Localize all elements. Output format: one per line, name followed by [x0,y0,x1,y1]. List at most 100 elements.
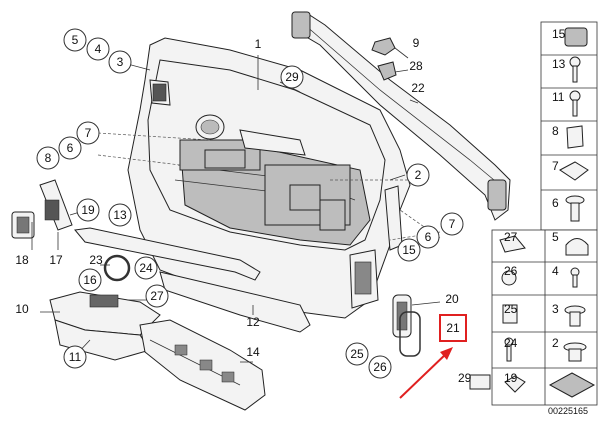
callout-c19: 19 [76,198,100,222]
clip-15-icon [564,27,588,47]
side-label-s8: 8 [552,124,559,138]
side-label-s7: 7 [552,159,559,173]
side-label-s19: 19 [504,371,518,385]
callout-circle [406,163,430,187]
callout-c8: 8 [36,146,60,170]
callout-number: 29 [285,70,299,84]
side-label-s29: 29 [458,371,472,385]
callout-c3: 3 [108,50,132,74]
side-panel [469,21,598,406]
callout-circle [76,198,100,222]
callout-number: 26 [373,360,387,374]
callout-c4: 4 [86,37,110,61]
callout-circle [108,50,132,74]
callout-number: 7 [85,126,92,140]
side-label-s27: 27 [504,230,518,244]
screw-24-icon [504,337,514,362]
label-c18: 18 [15,253,29,267]
callout-circle [368,355,392,379]
callout-c6b: 6 [416,225,440,249]
pad-8-icon [566,125,584,149]
label-c22: 22 [411,81,425,95]
callout-number: 8 [45,151,52,165]
label-c10: 10 [15,302,29,316]
callout-c24: 24 [134,256,158,280]
callout-circle [416,225,440,249]
side-label-s3: 3 [552,302,559,316]
callout-c15: 15 [397,238,421,262]
highlight-arrow [399,351,449,399]
side-label-s13: 13 [552,57,566,71]
nut-26-icon [501,270,517,286]
expansion-nut-6-icon [565,195,585,222]
callout-circle [86,37,110,61]
screw-11-icon [569,90,581,117]
callout-circle [397,238,421,262]
callout-number: 2 [415,168,422,182]
window-strip [291,11,511,221]
callout-circle [145,284,169,308]
callout-c5: 5 [63,28,87,52]
callout-c16: 16 [78,268,102,292]
callout-number: 6 [425,230,432,244]
nut-19-icon [504,375,526,393]
callout-number: 25 [350,347,364,361]
cap-5-icon [565,238,589,256]
guide-lines [97,132,441,241]
label-c28: 28 [409,59,423,73]
callout-number: 11 [69,350,82,364]
callout-c13: 13 [108,203,132,227]
label-c17: 17 [49,253,63,267]
callout-c7b: 7 [440,212,464,236]
side-label-s25: 25 [504,302,518,316]
callout-circle [63,345,87,369]
callout-c7a: 7 [76,121,100,145]
callout-c6a: 6 [58,136,82,160]
callout-number: 6 [67,141,74,155]
highlight-box [439,314,467,342]
clip-27-icon [499,235,526,253]
callout-circle [58,136,82,160]
callout-number: 27 [150,289,164,303]
screw-13-icon [569,56,581,83]
side-label-s4: 4 [552,264,559,278]
door-trim-panel [127,37,411,333]
side-label-s2: 2 [552,336,559,350]
side-label-s6: 6 [552,196,559,210]
callout-number: 15 [402,243,416,257]
callout-c29: 29 [280,65,304,89]
side-label-s24: 24 [504,336,518,350]
clip-29-icon [469,374,491,390]
callout-number: 16 [83,273,97,287]
nut-7-icon [559,161,589,181]
right-small-parts [371,37,421,357]
label-c23: 23 [89,253,103,267]
highlight-21 [399,314,467,399]
callout-number: 4 [95,42,102,56]
label-c14: 14 [246,345,260,359]
callout-c11: 11 [63,345,87,369]
rivet-3-icon [564,305,586,327]
label-c9: 9 [413,36,420,50]
callout-c27: 27 [145,284,169,308]
diagram-number: 00225165 [548,406,588,416]
callout-c2: 2 [406,163,430,187]
callout-number: 19 [81,203,95,217]
callout-circle [134,256,158,280]
callout-circle [78,268,102,292]
callout-circle [63,28,87,52]
callout-circle [36,146,60,170]
side-label-s15: 15 [552,27,566,41]
label-c12: 12 [246,315,260,329]
bottom-trim-strip [74,227,261,281]
side-label-s11: 11 [552,90,565,104]
callout-c26: 26 [368,355,392,379]
callout-number: 7 [449,217,456,231]
screw-4-icon [570,267,580,288]
label-c20: 20 [445,292,459,306]
callout-circle [108,203,132,227]
side-label-s5: 5 [552,230,559,244]
